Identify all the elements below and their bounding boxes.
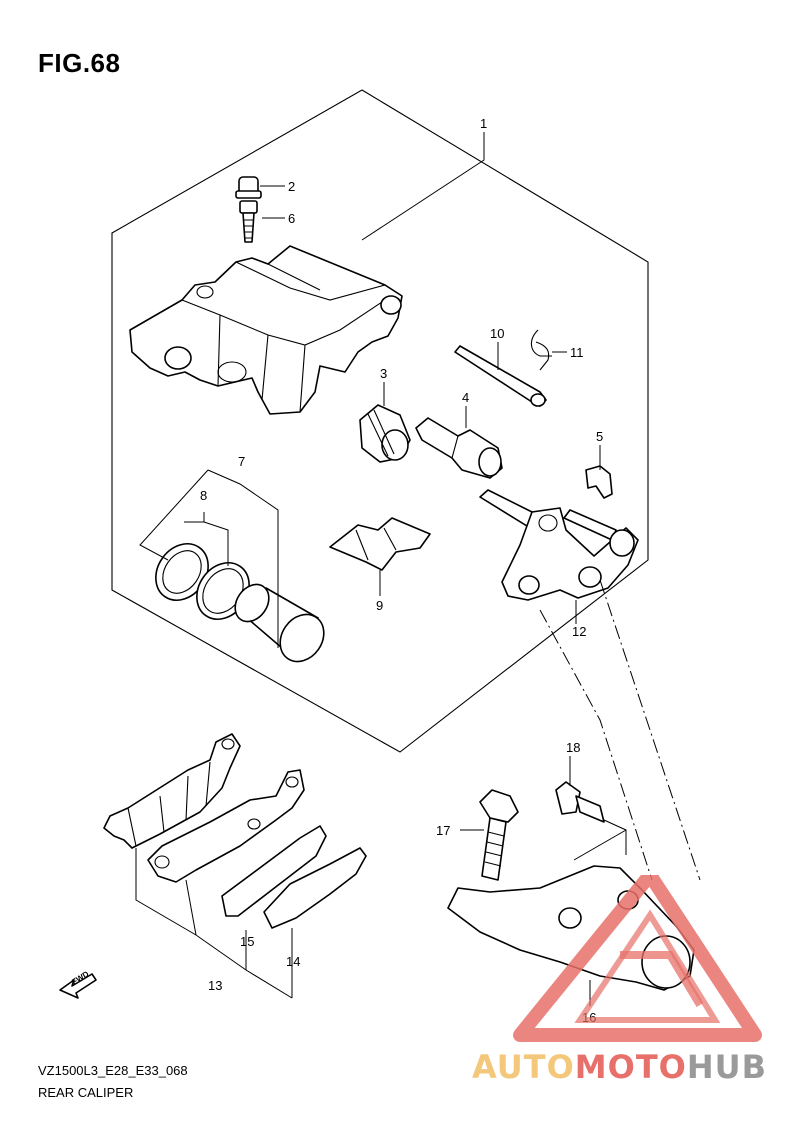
callout-11: 11 bbox=[570, 345, 584, 360]
callout-1: 1 bbox=[480, 116, 487, 131]
callout-9: 9 bbox=[376, 598, 383, 613]
piston[interactable] bbox=[228, 578, 332, 670]
caliper-bracket[interactable] bbox=[479, 489, 639, 601]
callout-2: 2 bbox=[288, 179, 295, 194]
pad-spring[interactable] bbox=[329, 517, 431, 571]
assembly-outline bbox=[111, 89, 649, 753]
alignment-line bbox=[539, 609, 653, 881]
callout-15: 15 bbox=[240, 934, 254, 949]
pad-pin[interactable] bbox=[454, 345, 547, 407]
watermark-text: AUTOMOTOHUB bbox=[472, 1048, 767, 1086]
piston-seal[interactable] bbox=[145, 534, 219, 611]
callout-17: 17 bbox=[436, 823, 450, 838]
watermark-hub: HUB bbox=[686, 1048, 768, 1086]
callout-10: 10 bbox=[490, 326, 504, 341]
spring-clip[interactable] bbox=[585, 465, 613, 499]
caliper-body[interactable] bbox=[129, 245, 403, 415]
slide-pin[interactable] bbox=[415, 417, 503, 479]
bleeder-cap[interactable] bbox=[235, 176, 262, 199]
alignment-line-b bbox=[599, 579, 701, 881]
watermark-moto: MOTO bbox=[574, 1048, 687, 1086]
brake-pad-b[interactable] bbox=[147, 769, 305, 883]
callout-5: 5 bbox=[596, 429, 603, 444]
figure-title: FIG.68 bbox=[38, 48, 121, 78]
watermark-auto: AUTO bbox=[472, 1048, 575, 1086]
diagram-name: REAR CALIPER bbox=[38, 1085, 134, 1100]
callout-3: 3 bbox=[380, 366, 387, 381]
callout-18: 18 bbox=[566, 740, 580, 755]
watermark-logo bbox=[513, 875, 762, 1042]
forward-arrow-icon bbox=[59, 973, 97, 999]
callout-7: 7 bbox=[238, 454, 245, 469]
callout-12: 12 bbox=[572, 624, 586, 639]
callout-8: 8 bbox=[200, 488, 207, 503]
diagram-code: VZ1500L3_E28_E33_068 bbox=[38, 1063, 188, 1078]
callout-6: 6 bbox=[288, 211, 295, 226]
pin-clip[interactable] bbox=[530, 329, 552, 371]
pad-shim[interactable] bbox=[221, 825, 327, 917]
callout-13: 13 bbox=[208, 978, 222, 993]
boot[interactable] bbox=[359, 404, 411, 463]
bracket-bolt[interactable] bbox=[555, 781, 605, 823]
callout-14: 14 bbox=[286, 954, 300, 969]
mounting-bolt[interactable] bbox=[479, 789, 519, 881]
pad-shim-b[interactable] bbox=[263, 847, 367, 929]
bleeder-valve[interactable] bbox=[239, 200, 258, 243]
brake-pad-a[interactable] bbox=[103, 733, 241, 849]
callout-4: 4 bbox=[462, 390, 469, 405]
leader-lines bbox=[135, 132, 627, 1006]
watermark-triangle-icon bbox=[513, 875, 762, 1042]
